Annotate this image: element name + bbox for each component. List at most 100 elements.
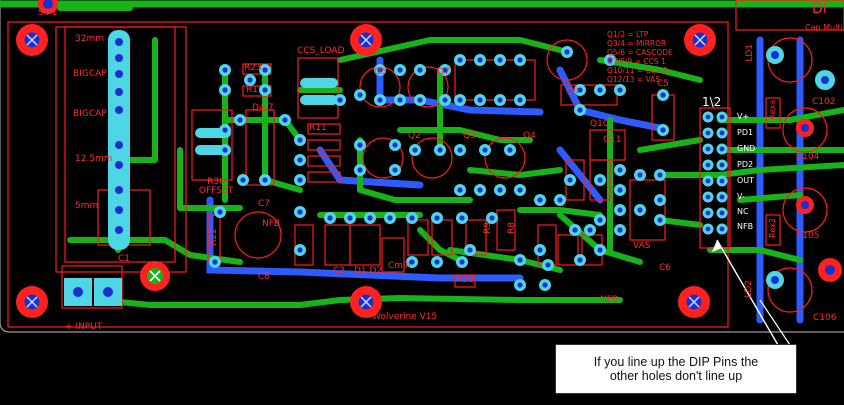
dip-pad	[702, 111, 714, 123]
pad	[406, 212, 418, 224]
c105-label: C105	[796, 231, 820, 241]
pad	[614, 84, 626, 96]
dip-pad	[716, 111, 728, 123]
pad	[494, 94, 506, 106]
pad	[454, 144, 466, 156]
pad	[474, 94, 486, 106]
q5-label: Q5	[374, 67, 387, 77]
mounting-hole-tr	[684, 24, 716, 56]
pad	[464, 244, 476, 256]
c5-label: C5	[657, 79, 670, 89]
pad	[564, 174, 576, 186]
dip-pad	[716, 223, 728, 235]
pad	[219, 64, 231, 76]
dip-pin-nfb: NFB	[737, 222, 754, 231]
pad	[614, 164, 626, 176]
pad	[344, 212, 356, 224]
pad	[456, 256, 468, 268]
rex2-label: Rex2	[768, 218, 777, 238]
c2-label: C2	[333, 266, 346, 276]
d1d2-label: D1 D2	[354, 266, 383, 276]
right-capacitors	[766, 46, 842, 289]
mounting-hole-tl	[16, 24, 48, 56]
nfb-cap-label: NFB	[262, 219, 281, 229]
pad	[574, 104, 586, 116]
pad	[456, 212, 468, 224]
pad	[324, 212, 336, 224]
pad	[374, 64, 386, 76]
pad	[657, 124, 669, 136]
input-terminal	[64, 278, 122, 306]
cap-size-32mm: 32mm	[75, 34, 104, 44]
dip-pad	[702, 175, 714, 187]
dip-pad	[716, 191, 728, 203]
pad	[219, 84, 231, 96]
dip-pin-v-plus: V+	[737, 112, 750, 121]
q3-label: Q3	[463, 131, 476, 141]
cap-size-bigcap-2: BIGCAP	[73, 109, 107, 119]
q7-label: Q7	[437, 67, 450, 77]
pad	[414, 64, 426, 76]
ld2-label: LD2	[744, 280, 754, 298]
c7-label: C7	[258, 199, 271, 209]
pad	[654, 169, 666, 181]
dip-pad	[702, 143, 714, 155]
dip-header-label: 1\2	[702, 95, 722, 109]
pad	[454, 94, 466, 106]
pad	[594, 244, 606, 256]
legend-line-2: Q3/4 = MIRROR	[607, 39, 667, 48]
dip-pin-v-minus: V-	[737, 192, 745, 201]
pad	[294, 154, 306, 166]
pad	[384, 212, 396, 224]
dip-pin-out: OUT	[737, 176, 755, 185]
dip-pad	[702, 207, 714, 219]
pad	[406, 256, 418, 268]
pad	[534, 244, 546, 256]
pad	[654, 194, 666, 206]
pad	[514, 94, 526, 106]
top-right-label: DI	[812, 1, 827, 17]
sip-hole	[38, 0, 58, 14]
pad	[439, 64, 451, 76]
silkscreen-outlines	[7, 0, 844, 328]
ground-hole	[140, 261, 170, 291]
q11-label: Q11	[603, 135, 622, 145]
pad	[514, 184, 526, 196]
pad	[514, 279, 526, 291]
pad	[237, 174, 249, 186]
dip-pin-pd1: PD1	[737, 128, 754, 137]
callout-arrow-pointer	[712, 240, 722, 252]
pad	[294, 174, 306, 186]
vas-label: VAS	[633, 241, 651, 251]
pad	[539, 279, 551, 291]
pad	[454, 54, 466, 66]
pad	[354, 164, 366, 176]
dip-pad	[702, 127, 714, 139]
cap-ref-c1: C1	[118, 254, 131, 264]
dip-header-pads	[702, 111, 728, 235]
dip-pad	[702, 191, 714, 203]
callout-arrow	[716, 239, 779, 346]
r56-label: R56	[456, 275, 474, 285]
q9-label: Q9	[566, 87, 579, 97]
legend-line-4: Q7/8/9 = CCS 1	[607, 57, 666, 66]
pad	[542, 259, 554, 271]
pad	[494, 184, 506, 196]
pad	[574, 84, 586, 96]
legend-line-1: Q1/2 = LTP	[607, 30, 649, 39]
d4-7-label: D4-7	[252, 103, 274, 113]
mounting-hole-br	[678, 286, 710, 318]
q2-label: Q2	[408, 131, 421, 141]
c8-label: C8	[258, 272, 271, 282]
mounting-hole-tm	[350, 24, 382, 56]
mounting-holes	[16, 0, 716, 318]
offset-label: R36 OFFSET	[198, 177, 234, 196]
q10-label: Q10	[590, 119, 609, 129]
pad	[614, 184, 626, 196]
pad	[394, 64, 406, 76]
pad	[454, 184, 466, 196]
pad	[474, 54, 486, 66]
q4-label: Q4	[523, 131, 536, 141]
pad	[479, 144, 491, 156]
